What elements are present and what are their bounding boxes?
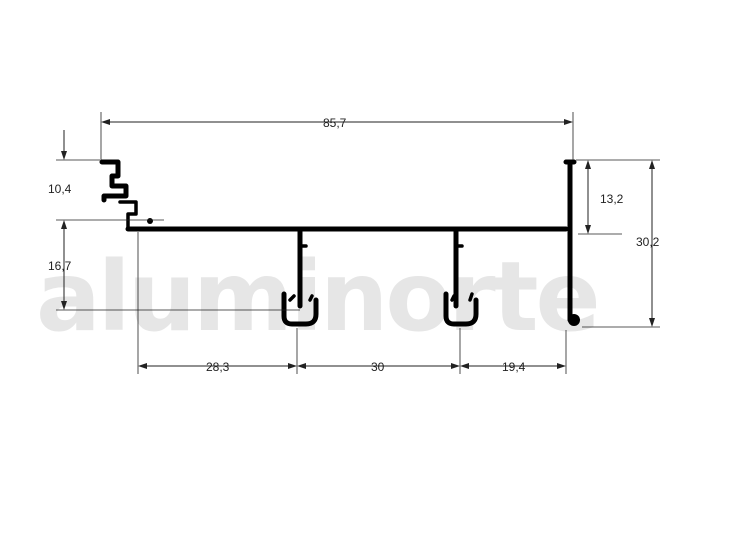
dim-overall-width: 85,7 xyxy=(323,116,347,130)
dim-span-right: 19,4 xyxy=(502,360,526,374)
dim-left-top-height: 10,4 xyxy=(48,182,72,196)
dim-right-total-height: 30,2 xyxy=(636,235,660,249)
profile-channel-right-lips xyxy=(450,244,474,302)
profile-right-bead xyxy=(568,314,580,326)
profile-channel-left-lips xyxy=(288,244,314,302)
dim-span-left: 28,3 xyxy=(206,360,230,374)
dim-left-lower-height: 16,7 xyxy=(48,259,72,273)
profile-channel-right xyxy=(443,228,479,327)
profile-left-bead xyxy=(147,218,153,224)
profile-left-hook xyxy=(99,159,129,203)
profile-right-flange xyxy=(563,159,577,323)
dim-right-upper-height: 13,2 xyxy=(600,192,624,206)
dimension-lines: 85,7 10,4 16,7 13,2 30,2 xyxy=(48,112,660,374)
aluminum-profile xyxy=(99,159,580,327)
profile-left-step xyxy=(118,200,138,230)
watermark-logo-text: aluminorte xyxy=(36,241,598,353)
profile-channel-left xyxy=(281,228,319,327)
dim-span-middle: 30 xyxy=(371,360,385,374)
